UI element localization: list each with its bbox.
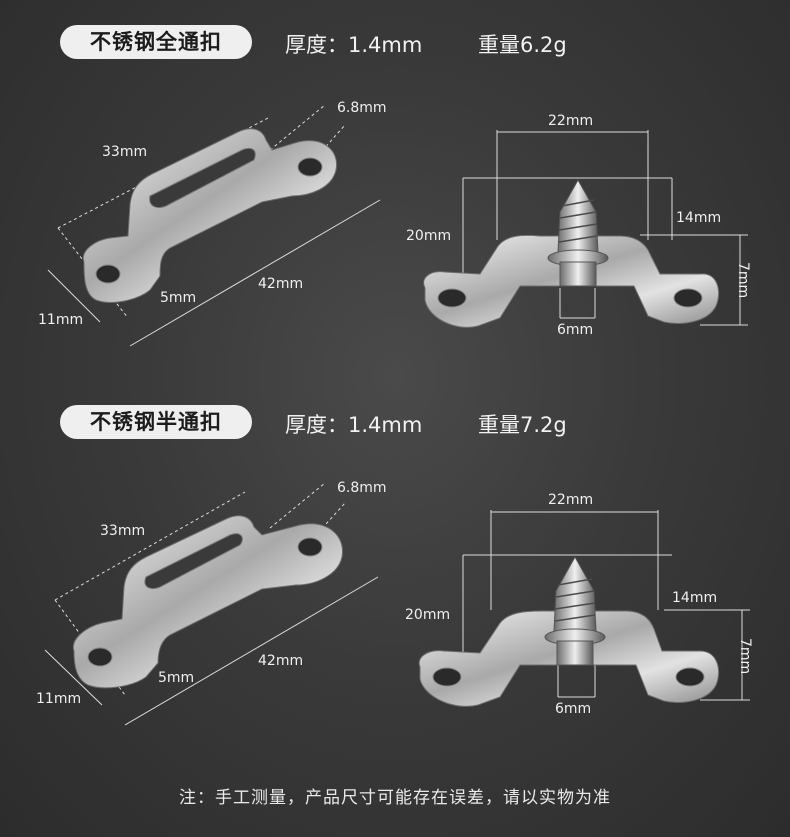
footer-disclaimer: 注：手工测量，产品尺寸可能存在误差，请以实物为准 — [179, 788, 611, 808]
product-illustration — [44, 482, 750, 726]
product-illustration — [47, 104, 748, 347]
dim-band-width: 5mm — [160, 290, 197, 306]
dim-foot-width: 11mm — [38, 312, 84, 328]
weight-spec: 重量7.2g — [478, 413, 567, 437]
product-section-half: 不锈钢半通扣 厚度：1.4mm 重量7.2g — [0, 395, 790, 780]
dim-screw-diameter: 6mm — [555, 701, 592, 717]
section-header: 不锈钢半通扣 厚度：1.4mm 重量7.2g — [0, 395, 790, 455]
clip-left-view — [44, 482, 379, 726]
clip-left-view — [47, 104, 381, 347]
dim-band-width: 5mm — [158, 670, 195, 686]
dim-bridge-width: 22mm — [548, 113, 594, 129]
product-section-full: 不锈钢全通扣 厚度：1.4mm 重量6.2g — [0, 0, 790, 395]
dim-foot-width: 11mm — [36, 691, 82, 707]
dim-hole-diameter: 6.8mm — [337, 100, 387, 116]
dim-screw-height: 14mm — [672, 590, 718, 606]
dim-total-height: 20mm — [406, 228, 452, 244]
dim-total-length: 42mm — [258, 276, 304, 292]
dim-base-height: 7mm — [737, 638, 753, 675]
dim-total-height: 20mm — [405, 607, 451, 623]
dim-bridge-width: 22mm — [548, 492, 594, 508]
dim-total-length: 42mm — [258, 653, 304, 669]
dim-hole-diameter: 6.8mm — [337, 480, 387, 496]
product-label-pill: 不锈钢半通扣 — [60, 405, 252, 439]
dim-base-height: 7mm — [735, 262, 751, 299]
weight-spec: 重量6.2g — [478, 33, 567, 57]
dim-screw-height: 14mm — [676, 210, 722, 226]
thickness-spec: 厚度：1.4mm — [285, 413, 423, 437]
section-header: 不锈钢全通扣 厚度：1.4mm 重量6.2g — [0, 0, 790, 60]
product-label-pill: 不锈钢全通扣 — [60, 25, 252, 59]
dim-slot-length: 33mm — [102, 144, 148, 160]
clip-front-view — [418, 510, 750, 707]
dim-slot-length: 33mm — [100, 523, 146, 539]
dim-screw-diameter: 6mm — [557, 322, 594, 338]
clip-front-view — [423, 130, 748, 328]
thickness-spec: 厚度：1.4mm — [285, 33, 423, 57]
